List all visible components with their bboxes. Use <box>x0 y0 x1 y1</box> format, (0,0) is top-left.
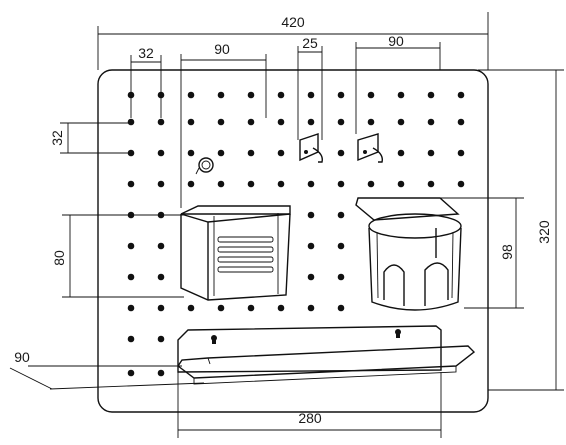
peg-hole <box>427 149 435 157</box>
peg-hole <box>337 149 345 157</box>
shelf <box>177 325 476 385</box>
peg-hole <box>277 91 285 99</box>
peg-hole <box>457 118 465 126</box>
dimension-basket-height: 80 <box>51 214 184 298</box>
overall-height-label: 320 <box>536 220 552 244</box>
hook-right <box>357 133 383 163</box>
dimension-hole-pitch-horizontal: 32 <box>130 45 162 118</box>
peg-hole <box>427 118 435 126</box>
peg-hole <box>187 304 195 312</box>
peg-hole <box>127 180 135 188</box>
peg-hole <box>337 242 345 250</box>
peg-hole <box>187 180 195 188</box>
peg-hole <box>337 180 345 188</box>
peg-hole <box>307 180 315 188</box>
dimension-cup-holder-width: 90 <box>355 33 441 134</box>
pegboard-panel <box>97 69 489 413</box>
peg-hole <box>127 149 135 157</box>
pegboard-holes <box>127 91 465 377</box>
peg-hole <box>157 149 165 157</box>
peg-hole <box>307 91 315 99</box>
basket-height-label: 80 <box>51 250 67 266</box>
peg-hole <box>337 304 345 312</box>
peg-hole <box>397 118 405 126</box>
cup-holder-height-label: 98 <box>499 244 515 260</box>
peg-hole <box>127 273 135 281</box>
cup-holder <box>355 197 462 311</box>
peg-hole <box>367 91 375 99</box>
peg-hole <box>217 180 225 188</box>
dimension-overall-height: 320 <box>478 69 564 391</box>
peg-hole <box>187 91 195 99</box>
peg-hole <box>397 180 405 188</box>
dimension-overall-width: 420 <box>97 12 489 70</box>
peg-hole <box>157 118 165 126</box>
peg-hole <box>277 180 285 188</box>
peg-hole <box>457 180 465 188</box>
peg-hole <box>157 273 165 281</box>
hole-pitch-horizontal-label: 32 <box>138 45 154 61</box>
hole-pitch-vertical-label: 32 <box>49 130 65 146</box>
peg-hole <box>307 211 315 219</box>
peg-hole <box>127 118 135 126</box>
peg-hole <box>367 118 375 126</box>
peg-hole <box>397 149 405 157</box>
peg-hole <box>157 369 165 377</box>
peg-hole <box>187 118 195 126</box>
peg-hole <box>157 180 165 188</box>
peg-hole <box>427 180 435 188</box>
peg-hole <box>457 91 465 99</box>
cup-holder-width-label: 90 <box>388 33 404 49</box>
peg-hole <box>217 118 225 126</box>
peg-knob <box>195 157 214 175</box>
overall-width-label: 420 <box>281 14 305 30</box>
hook-left <box>299 133 323 163</box>
basket-width-label: 90 <box>214 41 230 57</box>
peg-hole <box>247 118 255 126</box>
peg-hole <box>217 149 225 157</box>
shelf-width-label: 280 <box>298 410 322 426</box>
dimension-cup-holder-height: 98 <box>440 197 524 309</box>
peg-hole <box>397 91 405 99</box>
peg-hole <box>217 304 225 312</box>
peg-hole <box>217 91 225 99</box>
peg-hole <box>127 335 135 343</box>
dimension-hook-width: 25 <box>297 35 323 140</box>
peg-hole <box>247 91 255 99</box>
dimension-basket-width: 90 <box>180 41 267 208</box>
peg-hole <box>157 304 165 312</box>
peg-hole <box>307 118 315 126</box>
peg-hole <box>127 304 135 312</box>
peg-hole <box>337 273 345 281</box>
dimension-shelf-depth: 90 <box>9 349 205 390</box>
peg-hole <box>157 335 165 343</box>
peg-hole <box>367 180 375 188</box>
peg-hole <box>277 149 285 157</box>
storage-basket <box>180 205 291 301</box>
peg-hole <box>337 211 345 219</box>
peg-hole <box>307 273 315 281</box>
dimension-hole-pitch-vertical: 32 <box>49 122 128 154</box>
peg-hole <box>127 369 135 377</box>
peg-hole <box>157 242 165 250</box>
dimension-shelf-width: 280 <box>177 340 442 438</box>
peg-hole <box>277 304 285 312</box>
shelf-depth-label: 90 <box>14 349 30 365</box>
peg-hole <box>127 242 135 250</box>
hook-width-label: 25 <box>302 35 318 51</box>
peg-hole <box>307 304 315 312</box>
peg-hole <box>337 91 345 99</box>
peg-hole <box>277 118 285 126</box>
peg-hole <box>187 149 195 157</box>
peg-hole <box>427 91 435 99</box>
peg-hole <box>337 118 345 126</box>
peg-hole <box>247 304 255 312</box>
peg-hole <box>307 242 315 250</box>
peg-hole <box>247 180 255 188</box>
peg-hole <box>457 149 465 157</box>
peg-hole <box>247 149 255 157</box>
